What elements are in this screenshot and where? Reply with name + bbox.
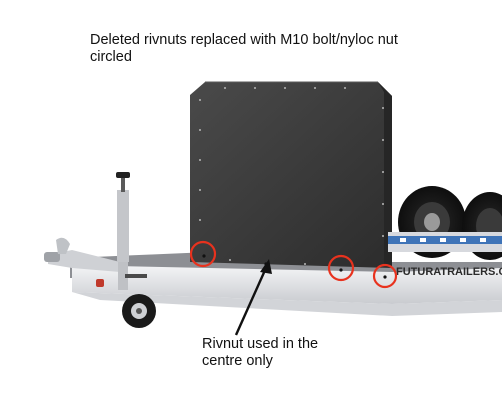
decal	[125, 274, 147, 278]
drawbar	[44, 237, 120, 272]
reflector-red	[96, 279, 104, 287]
highlight-circle-right	[372, 263, 398, 289]
bottom-caption-line-2: centre only	[202, 353, 273, 369]
jockey-wheel	[116, 172, 156, 328]
highlight-circle-left	[189, 240, 217, 268]
bottom-caption-line-1: Rivnut used in the	[202, 336, 319, 352]
front-panel	[190, 81, 392, 268]
top-caption-line-2: circled	[90, 49, 132, 65]
bottom-caption: Rivnut used in the centre only	[202, 336, 352, 370]
top-caption-line-1: Deleted rivnuts replaced with M10 bolt/n…	[90, 32, 398, 48]
annotation-arrow	[234, 259, 272, 336]
chassis-beam	[72, 265, 502, 304]
side-rail	[388, 232, 502, 252]
highlight-circle-middle	[327, 254, 355, 282]
top-caption: Deleted rivnuts replaced with M10 bolt/n…	[90, 32, 470, 66]
side-branding-text: FUTURATRAILERS.COM	[396, 266, 502, 278]
highlight-circles	[189, 240, 398, 289]
